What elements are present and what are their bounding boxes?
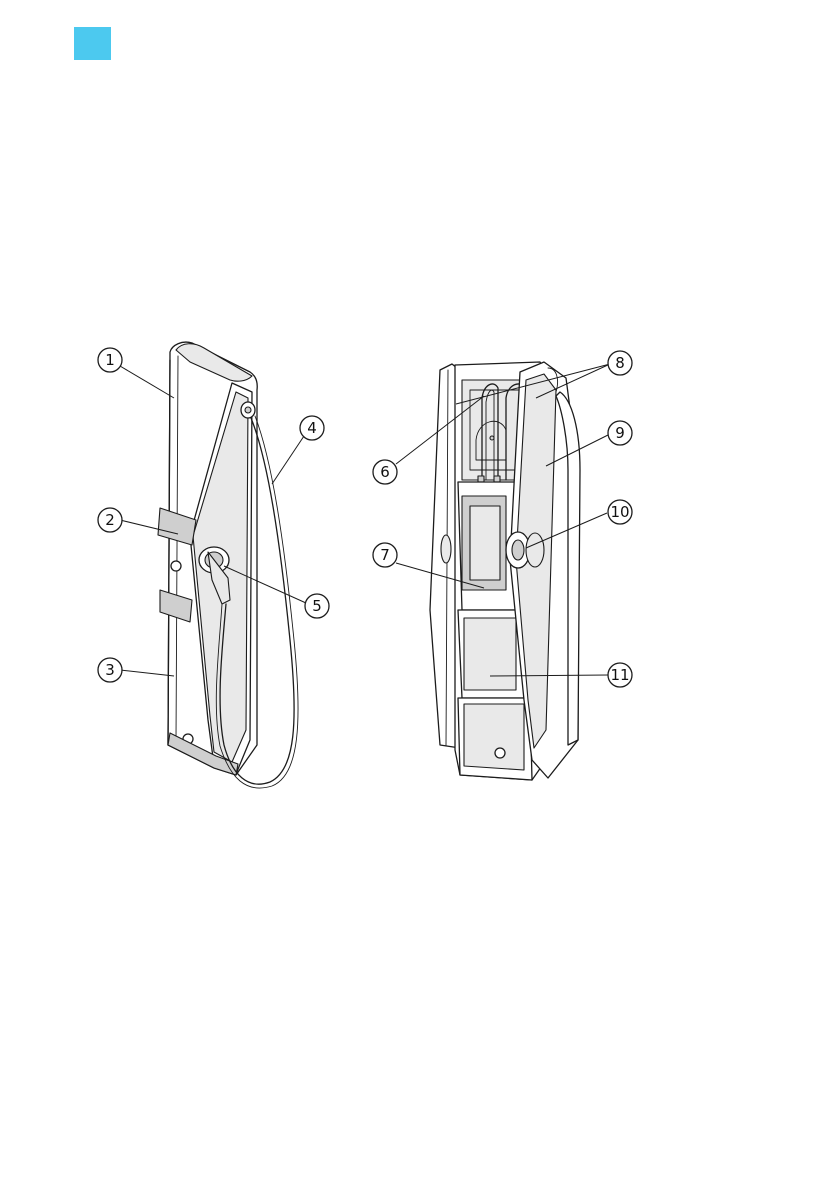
callout-11-label: 11: [610, 666, 629, 684]
callout-4-label: 4: [307, 419, 317, 437]
callout-6: 6: [373, 460, 397, 484]
callout-5-label: 5: [312, 597, 322, 615]
charger-exploded-view: [430, 362, 580, 780]
callout-10-label: 10: [610, 503, 629, 521]
callout-2: 2: [98, 508, 122, 532]
callout-9-label: 9: [615, 424, 625, 442]
callout-4: 4: [300, 416, 324, 440]
callout-3: 3: [98, 658, 122, 682]
callout-9: 9: [608, 421, 632, 445]
charger-assembled-view: [158, 342, 298, 788]
callout-8-label: 8: [615, 354, 625, 372]
callout-1-label: 1: [105, 351, 115, 369]
callout-11: 11: [608, 663, 632, 687]
callout-2-label: 2: [105, 511, 115, 529]
callout-6-label: 6: [380, 463, 390, 481]
callout-7-label: 7: [380, 546, 390, 564]
callout-7: 7: [373, 543, 397, 567]
callout-3-label: 3: [105, 661, 115, 679]
callout-1: 1: [98, 348, 122, 372]
callout-8: 8: [608, 351, 632, 375]
callout-5: 5: [305, 594, 329, 618]
callout-10: 10: [608, 500, 632, 524]
